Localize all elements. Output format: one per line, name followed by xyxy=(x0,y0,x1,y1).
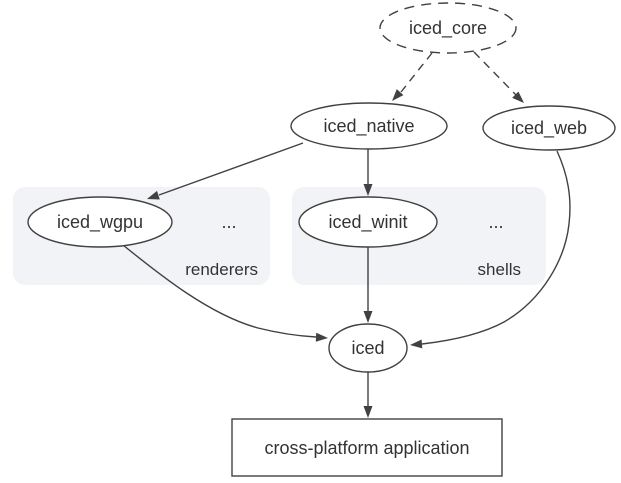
node-iced_web-label: iced_web xyxy=(511,118,587,139)
nodes: iced_core iced_native iced_web iced_wgpu… xyxy=(27,2,616,477)
node-iced_wgpu-label: iced_wgpu xyxy=(57,212,143,233)
cluster-shells-label: shells xyxy=(478,260,521,279)
node-iced_winit xyxy=(298,196,438,248)
node-application-label: cross-platform application xyxy=(264,438,469,458)
node-iced_native-label: iced_native xyxy=(323,116,414,137)
edge-iced_native-iced_wgpu xyxy=(158,142,304,196)
node-iced_native xyxy=(290,102,448,150)
edge-iced_web-iced xyxy=(421,150,571,345)
cluster-renderers-ellipsis: ... xyxy=(221,212,236,232)
node-iced_wgpu xyxy=(27,196,173,248)
arrowhead-into-iced_wgpu xyxy=(147,190,160,200)
arrowhead-into-iced_winit xyxy=(363,184,373,196)
node-iced_web xyxy=(482,105,616,151)
node-iced xyxy=(328,323,408,373)
node-iced-label: iced xyxy=(351,338,384,358)
arrowhead-into-iced-left xyxy=(315,332,328,342)
arrowhead-into-application xyxy=(363,406,373,418)
arrowhead-into-iced_native xyxy=(392,89,404,101)
edges xyxy=(122,51,571,418)
node-iced_winit-label: iced_winit xyxy=(328,212,407,233)
cluster-renderers-label: renderers xyxy=(185,260,258,279)
node-iced_core xyxy=(379,2,517,54)
edge-iced_core-iced_native xyxy=(400,52,433,93)
edge-iced_wgpu-iced xyxy=(122,244,317,338)
arrowhead-into-iced-top xyxy=(363,311,373,323)
cluster-shells-ellipsis: ... xyxy=(488,212,503,232)
arrowhead-into-iced-right xyxy=(410,339,423,349)
arrowhead-into-iced_web xyxy=(512,91,524,103)
edge-iced_core-iced_web xyxy=(473,51,517,96)
node-application xyxy=(231,418,503,477)
node-iced_core-label: iced_core xyxy=(409,18,487,39)
